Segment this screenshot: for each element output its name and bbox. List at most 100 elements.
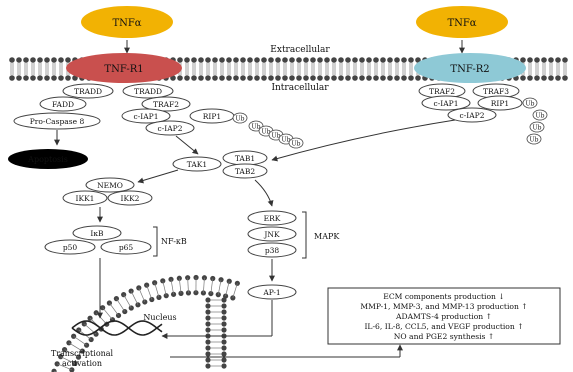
ubiquitin-label: Ub (272, 133, 281, 140)
lipid-head (562, 75, 568, 81)
lipid-head (177, 75, 183, 81)
tradd-2-node (122, 83, 174, 99)
ubiquitin-label: Ub (530, 137, 539, 144)
lipid-head (23, 75, 29, 81)
nuclear-membrane (51, 274, 240, 372)
lipid-head (254, 75, 260, 81)
nuclear-lipid-tail (154, 282, 160, 298)
lipid-head (30, 75, 36, 81)
lipid-head (317, 57, 323, 63)
nuclear-lipid-head (221, 363, 227, 369)
ap1-label: AP-1 (262, 288, 280, 297)
nuclear-lipid-head (221, 345, 227, 351)
nfkb-label: NF-κB (161, 237, 187, 246)
lipid-head (261, 75, 267, 81)
fadd-label: FADD (52, 100, 74, 109)
nuclear-lipid-head (200, 290, 207, 296)
ap1-node (247, 284, 297, 300)
lipid-head (387, 75, 393, 81)
lipid-head (275, 57, 281, 63)
nuclear-lipid-tail (60, 356, 76, 364)
lipid-head (191, 75, 197, 81)
nuclear-lipid-head (205, 309, 211, 315)
lipid-head (359, 75, 365, 81)
lipid-head (394, 75, 400, 81)
nemo-label: NEMO (97, 181, 123, 190)
lipid-head (184, 75, 190, 81)
dna-strand-1 (71, 320, 163, 336)
pro-caspase8-node (13, 112, 101, 130)
lipid-head (226, 57, 232, 63)
nuclear-lipid-head (205, 297, 211, 303)
nuclear-lipid-head (144, 282, 150, 288)
traf2-left-node (141, 96, 191, 112)
lipid-head (37, 75, 43, 81)
tnfr2-receptor (414, 53, 526, 83)
lipid-head (352, 57, 358, 63)
lipid-head (394, 57, 400, 63)
lipid-head (212, 57, 218, 63)
ubiquitin-node (526, 133, 542, 145)
lipid-head (548, 75, 554, 81)
nuclear-lipid-head (205, 327, 211, 333)
ubiquitin-label: Ub (292, 141, 301, 148)
arrow-tak-nemo (137, 169, 179, 184)
lipid-head (44, 57, 50, 63)
nucleus-label: Nucleus (143, 313, 176, 322)
lipid-head (380, 75, 386, 81)
p38-node (247, 242, 297, 258)
nuclear-lipid-tail (130, 290, 139, 305)
ciap1-right-label: c-IAP1 (434, 99, 459, 108)
outcome-line: MMP-1, MMP-3, and MMP-13 production ↑ (360, 302, 527, 311)
ikk1-label: IKK1 (76, 194, 95, 203)
nuclear-lipid-head (205, 363, 211, 369)
nuclear-lipid-tail (109, 302, 119, 316)
lipid-head (338, 57, 344, 63)
p65-label: p65 (119, 243, 134, 252)
lipid-head (23, 57, 29, 63)
lipid-head (345, 57, 351, 63)
nuclear-lipid-tail (68, 342, 83, 352)
lipid-head (534, 57, 540, 63)
nuclear-lipid-head (221, 321, 227, 327)
outcome-line: NO and PGE2 synthesis ↑ (394, 332, 494, 341)
lipid-head (219, 75, 225, 81)
tak1-label: TAK1 (187, 160, 207, 169)
tnfr1-label: TNF-R1 (104, 64, 143, 75)
jnk-label: JNK (263, 230, 280, 239)
nuclear-lipid-head (136, 285, 142, 291)
nuclear-lipid-head (205, 321, 211, 327)
nuclear-lipid-tail (102, 307, 113, 320)
lipid-head (373, 57, 379, 63)
arrow-tak-erk (254, 179, 274, 207)
lipid-head (520, 75, 526, 81)
lipid-head (72, 75, 78, 81)
nuclear-lipid-head (221, 339, 227, 345)
mapk-label: MAPK (314, 232, 340, 241)
ikb-node (72, 225, 122, 241)
nuclear-lipid-tail (73, 335, 87, 346)
lipid-head (261, 57, 267, 63)
lipid-head (65, 57, 71, 63)
dna-strand-2 (71, 320, 163, 336)
lipid-head (282, 57, 288, 63)
lipid-head (37, 57, 43, 63)
lipid-head (331, 75, 337, 81)
ubiquitin-label: Ub (262, 129, 271, 136)
nuclear-lipid-tail (116, 298, 126, 312)
tnfa-right-ligand (416, 6, 508, 38)
tradd-1-label: TRADD (74, 87, 102, 96)
lipid-head (527, 75, 533, 81)
ciap1-left-label: c-IAP1 (134, 112, 159, 121)
lipid-head (345, 75, 351, 81)
tab1-label: TAB1 (235, 154, 255, 163)
ubiquitin-node (522, 97, 538, 109)
arrow-ciap2-tak (175, 135, 199, 155)
ikk1-node (62, 190, 108, 206)
nfkb-bracket (153, 226, 158, 257)
pro-caspase8-label: Pro-Caspase 8 (30, 117, 85, 126)
nuclear-lipid-tail (146, 284, 153, 300)
nuclear-lipid-head (221, 357, 227, 363)
ciap2-right-node (447, 107, 497, 123)
